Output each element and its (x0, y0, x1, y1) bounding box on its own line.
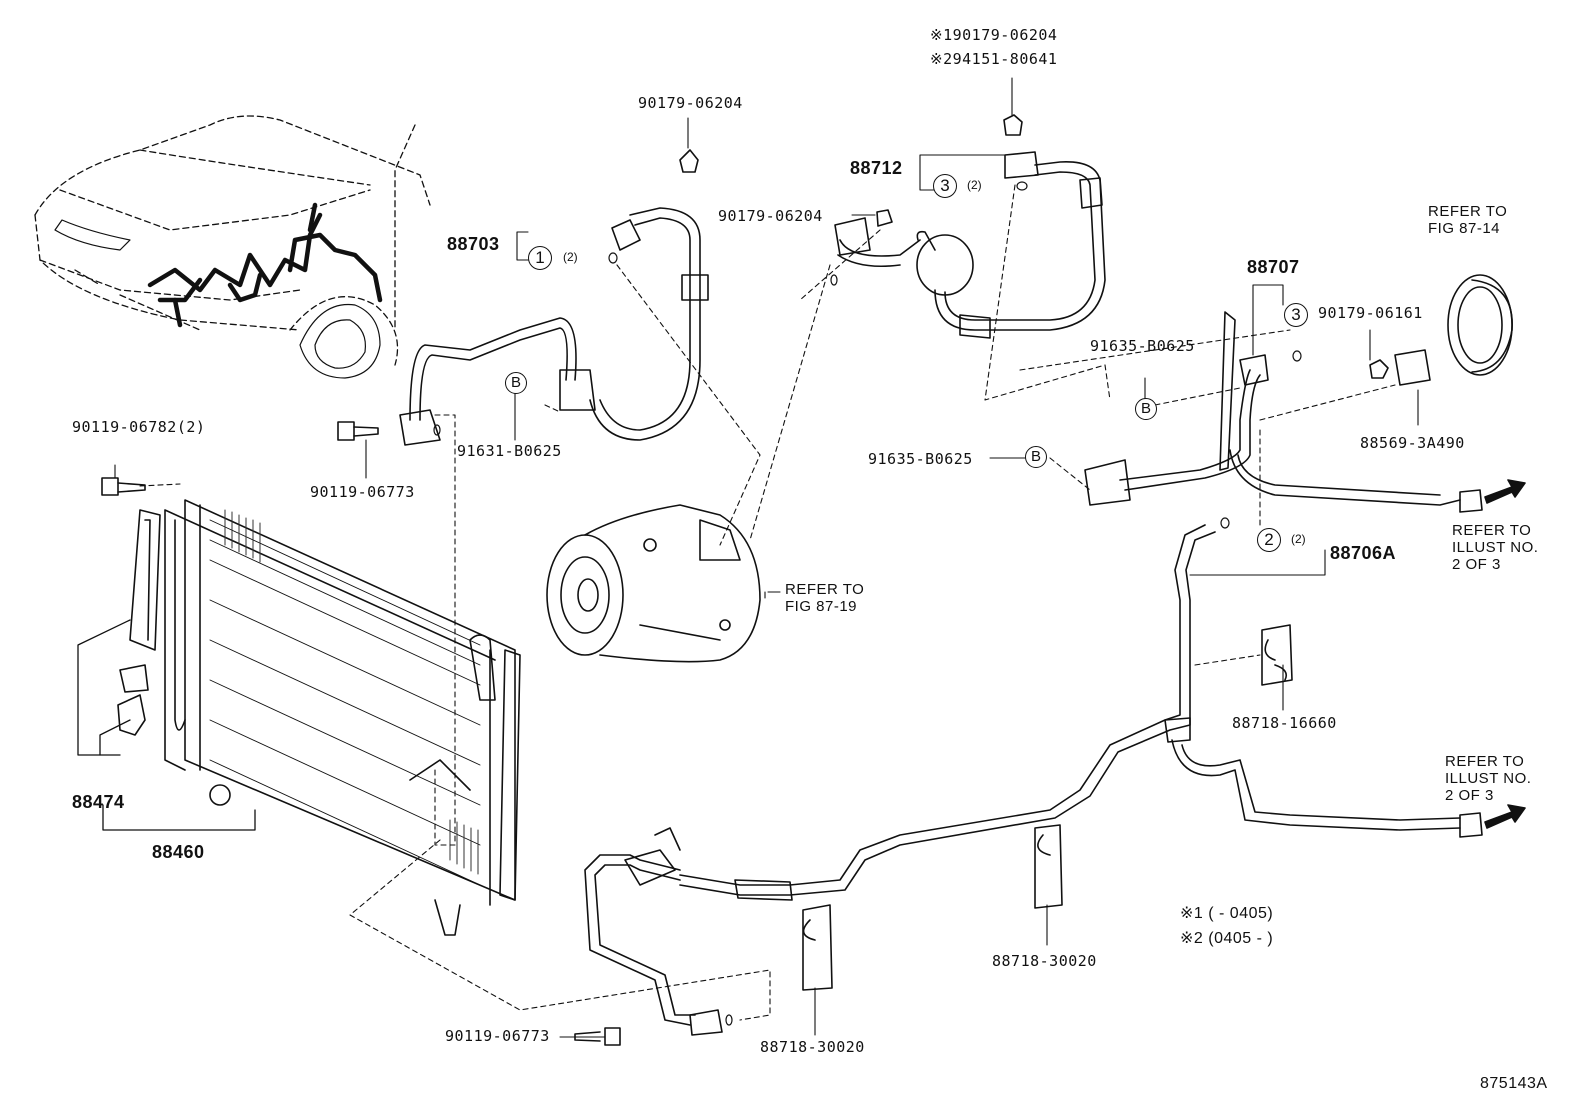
hose-88707 (1084, 311, 1483, 513)
condenser-seal (117, 509, 161, 736)
bolt-90119-06773 (337, 421, 379, 441)
compressor (546, 504, 761, 663)
callout-2-qty: (2) (1291, 532, 1306, 546)
ref-fig-87-14: REFER TO FIG 87-14 (1428, 203, 1508, 237)
label-90119-06773-a: 90119-06773 (310, 483, 415, 501)
callout-b-c: B (505, 372, 527, 394)
label-91631-b0625: 91631-B0625 (457, 442, 562, 460)
ref-fig-87-19: REFER TO FIG 87-19 (785, 581, 865, 615)
note-1: ※1 ( - 0405) (1180, 905, 1274, 922)
diagram-id: 875143A (1480, 1075, 1548, 1092)
label-88707: 88707 (1247, 257, 1300, 277)
label-90179-06204-b: 90179-06204 (718, 207, 823, 225)
label-90119-06773-b: 90119-06773 (445, 1027, 550, 1045)
hose-88703 (399, 149, 709, 446)
label-88460: 88460 (152, 842, 205, 862)
callout-3-qty: (2) (967, 178, 982, 192)
clamp-88718-30020-left (802, 904, 833, 991)
o-rings (433, 181, 1302, 1026)
label-190179-06204: ※190179-06204 (930, 26, 1058, 44)
callout-1: 1 (528, 246, 552, 270)
label-88474: 88474 (72, 792, 125, 812)
bracket-lines (77, 619, 256, 831)
label-88712: 88712 (850, 158, 903, 178)
leader-lines (114, 77, 1419, 1038)
bolt-90119-06782 (101, 477, 146, 496)
label-88718-16660: 88718-16660 (1232, 714, 1337, 732)
note-2: ※2 (0405 - ) (1180, 930, 1274, 947)
clutch-pulley (1447, 274, 1513, 376)
label-88569-3a490: 88569-3A490 (1360, 434, 1465, 452)
vehicle-headlight (54, 219, 381, 379)
ref-illust-2-of-3-b: REFER TO ILLUST NO. 2 OF 3 (1445, 753, 1532, 804)
callout-1-qty: (2) (563, 250, 578, 264)
label-88718-30020-a: 88718-30020 (992, 952, 1097, 970)
ref-illust-2-of-3-a: REFER TO ILLUST NO. 2 OF 3 (1452, 522, 1539, 573)
ac-line-routing-highlight (147, 202, 383, 328)
callout-3-b: 3 (1284, 303, 1308, 327)
condenser-88460 (164, 499, 521, 936)
callout-2: 2 (1257, 528, 1281, 552)
callout-3-a: 3 (933, 174, 957, 198)
dashed-guides (139, 184, 1396, 1021)
hose-88712 (834, 114, 1106, 339)
label-90179-06161: 90179-06161 (1318, 304, 1423, 322)
pipe-88706A (584, 524, 1483, 1036)
label-294151-80641: ※294151-80641 (930, 50, 1058, 68)
label-91635-b0625-a: 91635-B0625 (1090, 337, 1195, 355)
label-90179-06204-a: 90179-06204 (638, 94, 743, 112)
arrow-refer-b (1484, 804, 1526, 829)
clamp-88718-30020-right (1034, 824, 1063, 909)
callout-b-a: B (1135, 398, 1157, 420)
label-88703: 88703 (447, 234, 500, 254)
label-88706a: 88706A (1330, 543, 1397, 563)
label-88718-30020-b: 88718-30020 (760, 1038, 865, 1056)
label-90119-06782: 90119-06782(2) (72, 418, 206, 436)
label-91635-b0625-b: 91635-B0625 (868, 450, 973, 468)
vehicle-outline (34, 115, 431, 366)
callout-b-b: B (1025, 446, 1047, 468)
arrow-refer-a (1484, 479, 1526, 504)
clamp-88718-16660 (1261, 624, 1293, 686)
